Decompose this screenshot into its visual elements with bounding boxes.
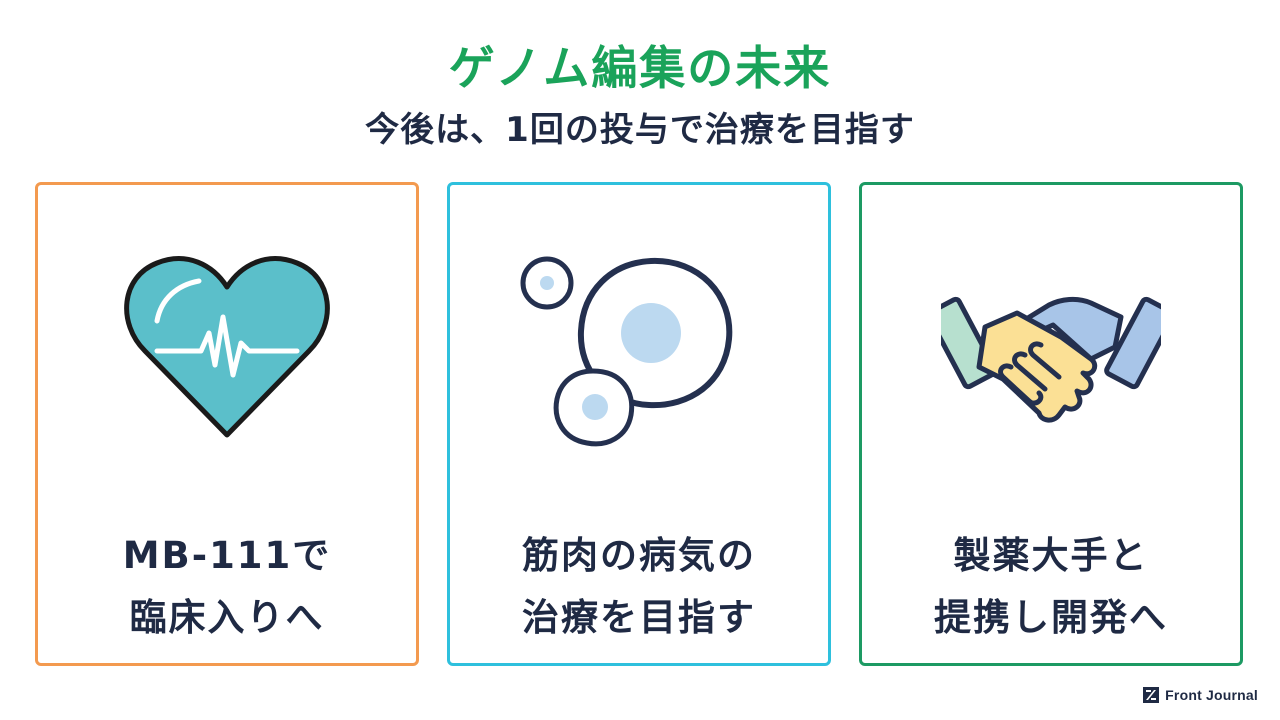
caption-line-1: 筋肉の病気の xyxy=(522,534,756,577)
caption-line-1: MB-111で xyxy=(122,534,332,577)
card-caption: 製薬大手と 提携し開発へ xyxy=(862,525,1240,649)
card-caption: MB-111で 臨床入りへ xyxy=(38,525,416,649)
slide-title: ゲノム編集の未来 xyxy=(448,41,832,95)
front-journal-logo: Front Journal xyxy=(1143,684,1258,706)
slide-subtitle: 今後は、1回の投与で治療を目指す xyxy=(365,110,915,150)
cells-icon xyxy=(450,247,828,467)
heart-pulse-icon xyxy=(38,247,416,467)
caption-line-1: 製薬大手と xyxy=(953,534,1149,577)
card-partnership: 製薬大手と 提携し開発へ xyxy=(859,182,1243,666)
caption-line-2: 提携し開発へ xyxy=(934,596,1168,639)
logo-text: Front Journal xyxy=(1165,687,1258,703)
caption-line-2: 臨床入りへ xyxy=(129,596,325,639)
front-journal-logo-icon xyxy=(1143,687,1160,703)
caption-line-2: 治療を目指す xyxy=(522,596,756,639)
card-clinical: MB-111で 臨床入りへ xyxy=(35,182,419,666)
card-caption: 筋肉の病気の 治療を目指す xyxy=(450,525,828,649)
card-muscle-disease: 筋肉の病気の 治療を目指す xyxy=(447,182,831,666)
handshake-icon xyxy=(862,247,1240,467)
